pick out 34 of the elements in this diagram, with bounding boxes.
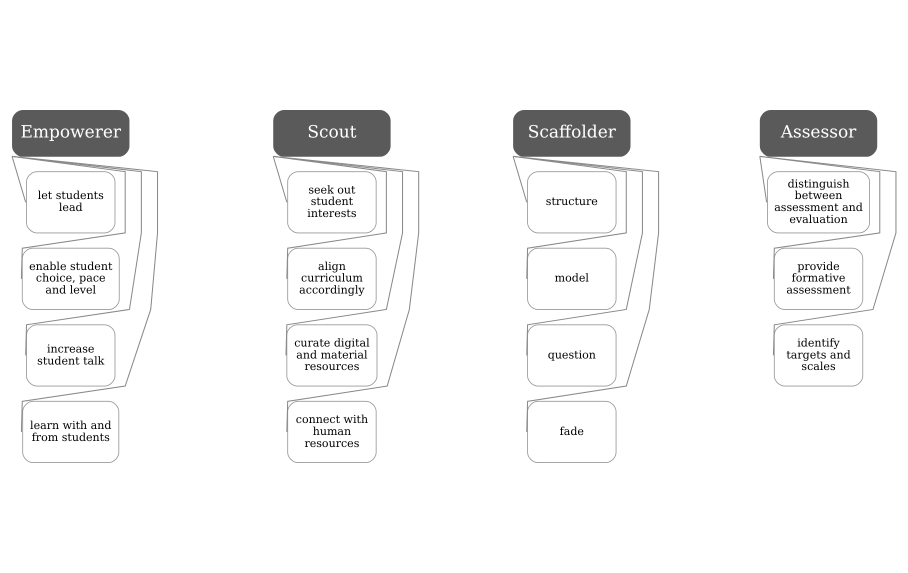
node-box: fade (527, 400, 616, 464)
connector (273, 156, 420, 432)
connector (272, 156, 288, 202)
node-box: increase student talk (26, 324, 116, 386)
connector (759, 156, 768, 202)
node-box: distinguish between assessment and evaluation (767, 171, 870, 234)
connector (12, 156, 142, 356)
node-box: connect with human resources (287, 400, 377, 464)
node-box: Scout (273, 110, 391, 157)
connector (273, 156, 404, 356)
node-box: identify targets and scales (774, 324, 864, 386)
connector (273, 156, 387, 279)
node-box: question (527, 324, 616, 386)
connector (12, 156, 126, 279)
connector (760, 156, 880, 279)
node-box: provide formative assessment (774, 248, 864, 310)
node-box: align curriculum accordingly (287, 248, 377, 310)
connector (12, 156, 158, 432)
node-box: Empowerer (12, 110, 130, 157)
node-box: curate digital and material resources (286, 324, 378, 386)
node-box: Assessor (760, 110, 878, 157)
node-box: enable student choice, pace and level (22, 248, 120, 310)
connector (513, 156, 627, 279)
node-box: model (527, 248, 616, 310)
connector (760, 156, 896, 356)
connector (12, 156, 26, 202)
connector (512, 156, 528, 202)
node-box: Scaffolder (513, 110, 631, 157)
connector (513, 156, 643, 356)
node-box: structure (527, 171, 616, 234)
node-box: let students lead (26, 171, 116, 234)
node-box: learn with and from students (22, 400, 120, 464)
node-box: seek out student interests (287, 171, 377, 234)
connector (513, 156, 660, 432)
